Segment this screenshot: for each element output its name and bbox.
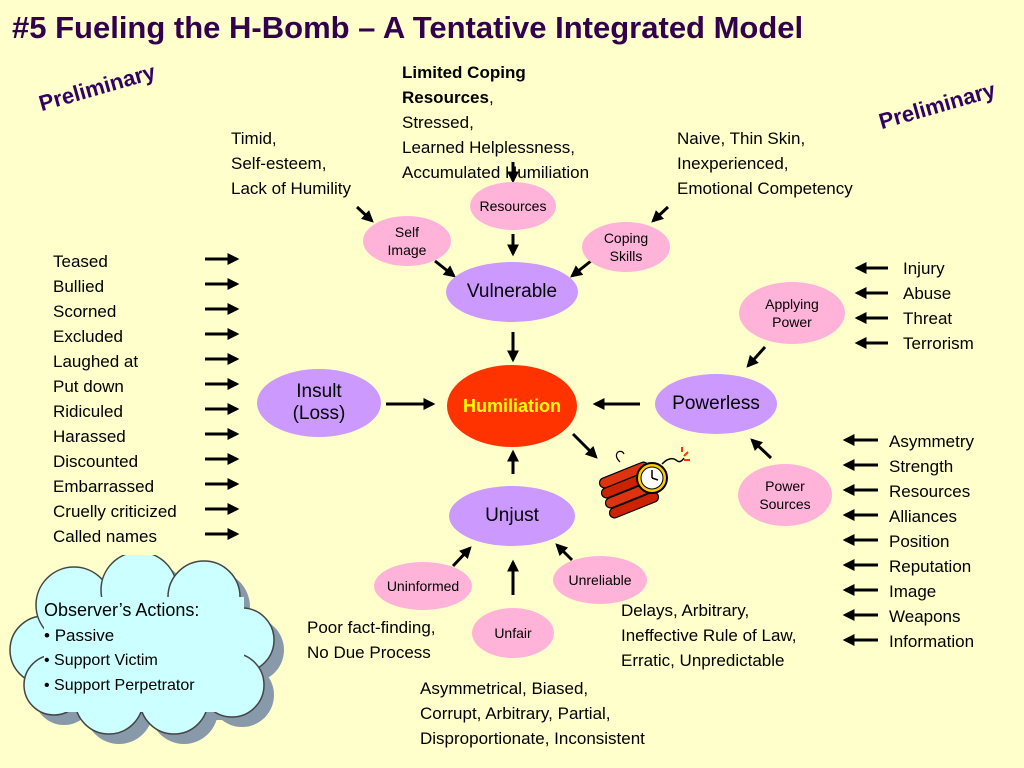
list-item: Cruelly criticized (53, 502, 177, 521)
node-label: Uninformed (386, 578, 460, 594)
page-title: #5 Fueling the H-Bomb – A Tentative Inte… (12, 10, 804, 45)
unreliable-factors: Delays, Arbitrary, Ineffective Rule of L… (621, 598, 796, 673)
list-item: Discounted (53, 452, 139, 471)
list-item: Position (889, 532, 950, 551)
factor-line: Self-esteem, (231, 154, 327, 173)
node-unjust: Unjust (449, 486, 575, 546)
node-label: Power (772, 314, 812, 330)
observer-item-label: Passive (54, 626, 115, 645)
factor-line: Delays, Arbitrary, (621, 601, 750, 620)
observer-cloud-shape (9, 555, 284, 744)
node-unreliable: Unreliable (553, 556, 647, 604)
list-item: Ridiculed (53, 402, 123, 421)
node-label: Image (387, 242, 427, 258)
factor-line: Naive, Thin Skin, (677, 129, 806, 148)
list-item: Information (889, 632, 975, 651)
factor-line: Lack of Humility (231, 179, 351, 198)
factor-line: Disproportionate, Inconsistent (420, 729, 645, 748)
list-item: Scorned (53, 302, 117, 321)
list-item: Threat (903, 309, 953, 328)
observer-item-label: Support Perpetrator (54, 677, 195, 694)
list-item: Alliances (889, 507, 958, 526)
factor-line: Corrupt, Arbitrary, Partial, (420, 704, 611, 723)
limited-coping-heading-2: Resources (402, 88, 489, 107)
uninformed-factors: Poor fact-finding, No Due Process (307, 615, 436, 665)
list-item: Excluded (53, 327, 123, 346)
list-item: Terrorism (903, 334, 974, 353)
heading-comma: , (488, 88, 494, 107)
observer-item: • Passive (44, 626, 115, 645)
node-label: Vulnerable (466, 281, 558, 302)
node-label: Self (394, 224, 420, 240)
factor-line: Erratic, Unpredictable (621, 651, 785, 670)
list-item: Asymmetry (889, 432, 974, 451)
applying-power-list: Injury Abuse Threat Terrorism (903, 256, 974, 356)
list-item: Bullied (53, 277, 105, 296)
node-label: Insult (296, 381, 342, 402)
list-item: Teased (53, 252, 108, 271)
limited-coping-resources-text: Limited Coping Resources, Stressed, Lear… (402, 60, 589, 185)
factor-line: No Due Process (307, 643, 431, 662)
limited-coping-heading-1: Limited Coping (402, 63, 526, 82)
node-label: Resources (479, 198, 547, 214)
list-item: Put down (53, 377, 124, 396)
factor-line: Timid, (231, 129, 277, 148)
node-label: Powerless (672, 393, 760, 414)
list-item: Embarrassed (53, 477, 155, 496)
factor-line: Emotional Competency (677, 179, 853, 198)
self-image-factors: Timid, Self-esteem, Lack of Humility (231, 126, 351, 201)
factor-line: Asymmetrical, Biased, (420, 679, 589, 698)
factor-line: Poor fact-finding, (307, 618, 436, 637)
node-label: Power (765, 478, 805, 494)
node-label: Unjust (485, 505, 539, 526)
node-label: Skills (609, 248, 643, 264)
list-item: Harassed (53, 427, 126, 446)
observer-heading: Observer’s Actions: (44, 600, 200, 620)
observer-item-label: Support Victim (54, 652, 158, 669)
node-vulnerable: Vulnerable (446, 262, 578, 322)
node-resources: Resources (470, 182, 556, 230)
node-insult-loss: Insult(Loss) (257, 369, 381, 437)
unfair-factors: Asymmetrical, Biased, Corrupt, Arbitrary… (420, 676, 645, 751)
power-sources-list: Asymmetry Strength Resources Alliances P… (889, 429, 974, 654)
list-item: Resources (889, 482, 971, 501)
list-item: Weapons (889, 607, 961, 626)
node-label: Humiliation (463, 395, 561, 416)
node-label: (Loss) (292, 403, 346, 424)
list-item: Image (889, 582, 937, 601)
node-label: Applying (765, 296, 819, 312)
list-item: Called names (53, 527, 157, 546)
stressed-text: Stressed, (402, 113, 474, 132)
observer-item: • Support Victim (44, 652, 158, 669)
factor-line: Ineffective Rule of Law, (621, 626, 797, 645)
observer-actions: Observer’s Actions: • Passive • Support … (44, 598, 199, 698)
observer-item: • Support Perpetrator (44, 677, 195, 694)
node-unfair: Unfair (472, 608, 554, 658)
node-uninformed: Uninformed (374, 562, 472, 610)
node-humiliation: Humiliation (447, 365, 577, 447)
node-label: Coping (603, 230, 649, 246)
node-powerless: Powerless (655, 374, 777, 434)
factor-line: Inexperienced, (677, 154, 789, 173)
list-item: Reputation (889, 557, 972, 576)
dynamite-bomb-icon (598, 447, 690, 519)
node-label: Sources (759, 496, 811, 512)
node-label: Unreliable (568, 572, 632, 588)
list-item: Abuse (903, 284, 952, 303)
node-label: Unfair (494, 625, 532, 641)
learned-helplessness-text: Learned Helplessness, (402, 138, 575, 157)
list-item: Strength (889, 457, 954, 476)
insult-list: Teased Bullied Scorned Excluded Laughed … (53, 249, 177, 549)
list-item: Injury (903, 259, 945, 278)
accumulated-humiliation-text: Accumulated Humiliation (402, 163, 590, 182)
coping-skills-factors: Naive, Thin Skin, Inexperienced, Emotion… (677, 126, 853, 201)
list-item: Laughed at (53, 352, 139, 371)
